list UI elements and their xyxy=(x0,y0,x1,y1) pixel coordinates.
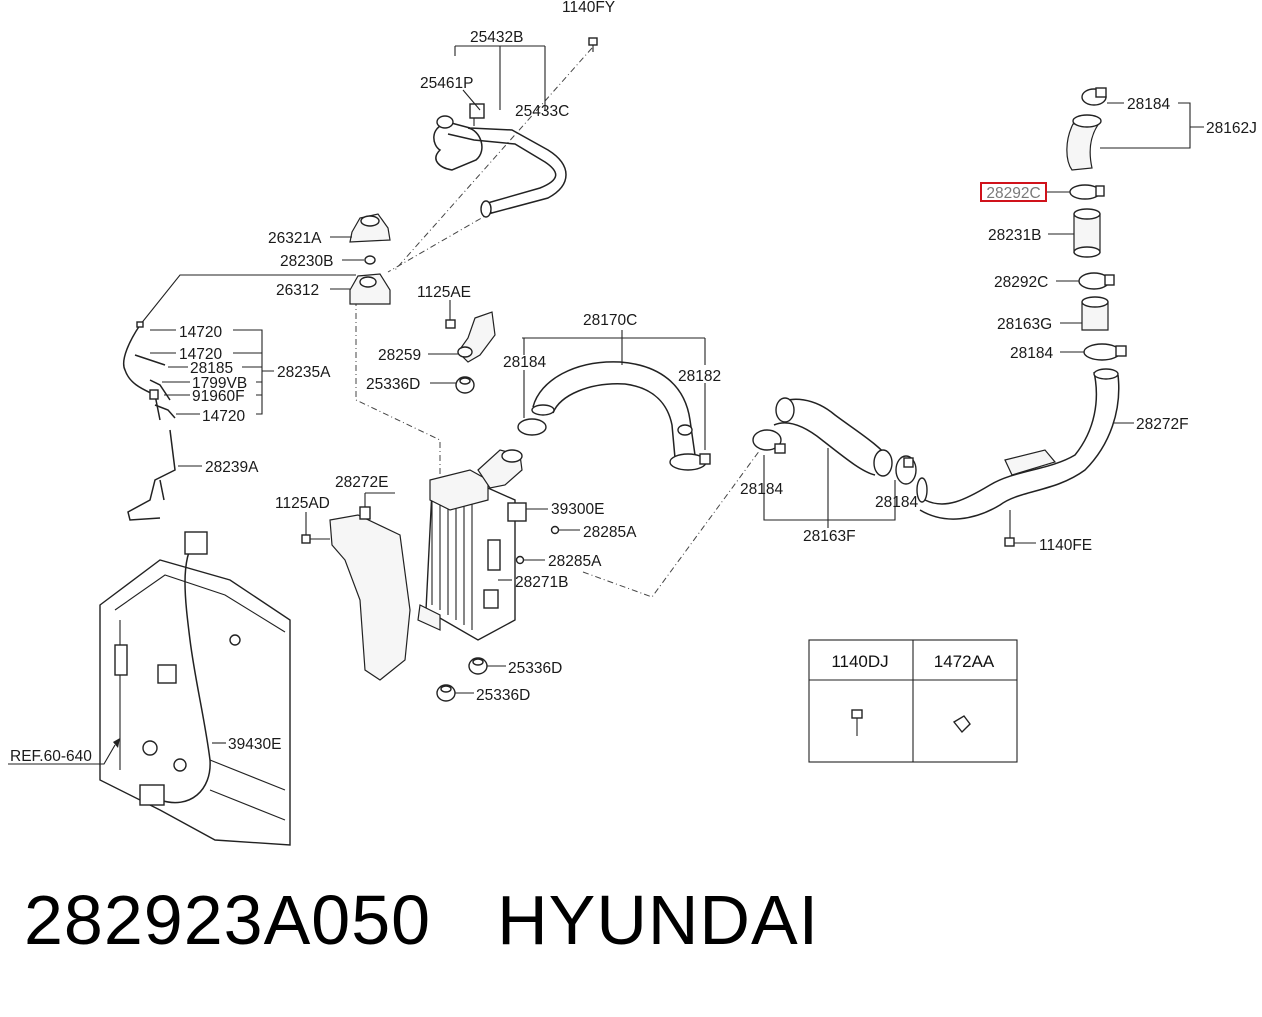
label-14720-b: 14720 xyxy=(179,346,222,363)
dashed-guides xyxy=(355,47,761,598)
bolt-1140FY xyxy=(588,37,598,52)
highlighted-part-box[interactable] xyxy=(980,182,1047,202)
label-25336D-top: 25336D xyxy=(366,376,420,393)
label-28163F: 28163F xyxy=(803,528,856,545)
label-39300E: 39300E xyxy=(551,501,604,518)
leaders-top-center xyxy=(454,45,546,111)
label-26321A: 26321A xyxy=(268,230,322,247)
hose-28163F xyxy=(752,397,917,485)
leaders-28163F xyxy=(763,448,896,528)
label-28184-c2: 28184 xyxy=(875,494,918,511)
label-28231B: 28231B xyxy=(988,227,1041,244)
label-14720-a: 14720 xyxy=(179,324,222,341)
label-25433C: 25433C xyxy=(515,103,569,120)
label-39430E: 39430E xyxy=(228,736,281,753)
label-28162J: 28162J xyxy=(1206,120,1257,137)
label-28292C: 28292C xyxy=(994,274,1048,291)
clip-icon xyxy=(952,715,971,734)
grommet-25336D-a xyxy=(430,376,475,394)
sensor-harness xyxy=(123,321,176,521)
intake-hose-assembly xyxy=(916,87,1127,547)
leaders-mounts xyxy=(139,236,364,326)
label-1125AE: 1125AE xyxy=(417,284,471,301)
label-28163G: 28163G xyxy=(997,316,1052,333)
intercooler-28271B xyxy=(417,449,580,641)
leaders-harness xyxy=(150,329,274,467)
bolt-icon xyxy=(851,709,863,719)
label-28239A: 28239A xyxy=(205,459,259,476)
label-28271B: 28271B xyxy=(515,574,568,591)
label-28285A-b: 28285A xyxy=(548,553,602,570)
label-28170C: 28170C xyxy=(583,312,637,329)
label-1140FY: 1140FY xyxy=(562,0,615,16)
part-labels: 1140FY 25432B 25461P 25433C 28184 28162J… xyxy=(10,0,1257,765)
label-25461P: 25461P xyxy=(420,75,473,92)
label-28184-top: 28184 xyxy=(1127,96,1170,113)
label-26312: 26312 xyxy=(276,282,319,299)
label-28184-mid: 28184 xyxy=(503,354,546,371)
label-1140FE: 1140FE xyxy=(1039,537,1092,554)
fastener-table xyxy=(808,639,1018,763)
table-header-1140DJ: 1140DJ xyxy=(831,652,888,671)
label-25336D-c: 25336D xyxy=(476,687,530,704)
leaders-top-right xyxy=(1014,102,1204,544)
label-28259: 28259 xyxy=(378,347,421,364)
label-28285A-a: 28285A xyxy=(583,524,637,541)
coolant-pipe-assembly xyxy=(433,103,567,218)
label-ref-60-640: REF.60-640 xyxy=(10,748,92,765)
label-14720-c: 14720 xyxy=(202,408,245,425)
hose-28170C xyxy=(517,361,711,471)
caption-brand: HYUNDAI xyxy=(497,881,820,959)
highlighted-part-label[interactable]: 28292C xyxy=(986,185,1040,202)
label-28272E: 28272E xyxy=(335,474,388,491)
radiator-support-frame xyxy=(8,531,291,846)
label-28182: 28182 xyxy=(678,368,721,385)
label-28272F: 28272F xyxy=(1136,416,1189,433)
label-28185: 28185 xyxy=(190,360,233,377)
table-header-1472AA: 1472AA xyxy=(934,652,995,671)
label-1799VB: 1799VB xyxy=(192,375,247,392)
label-28184-c1: 28184 xyxy=(740,481,783,498)
label-91960F: 91960F xyxy=(192,388,245,405)
bracket-28259 xyxy=(428,300,496,363)
label-25432B: 25432B xyxy=(470,29,523,46)
air-duct-28272E xyxy=(301,492,411,681)
leaders-28170C xyxy=(522,330,706,450)
label-28230B: 28230B xyxy=(280,253,333,270)
label-28184-right: 28184 xyxy=(1010,345,1053,362)
grommets-lower xyxy=(436,657,506,702)
upper-mounts xyxy=(349,213,391,305)
label-1125AD: 1125AD xyxy=(275,495,330,512)
label-25336D-b: 25336D xyxy=(508,660,562,677)
label-28235A: 28235A xyxy=(277,364,331,381)
caption-part-number: 282923A050 xyxy=(24,881,432,959)
